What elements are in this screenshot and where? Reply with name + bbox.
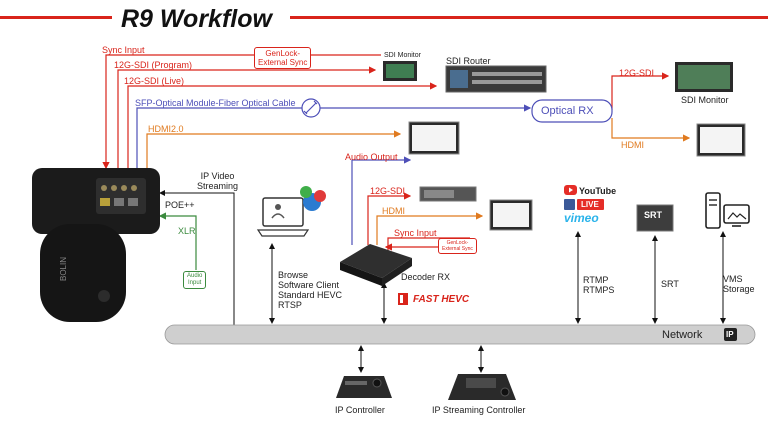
sdi-live-line [127, 82, 438, 170]
youtube-icon [564, 185, 577, 195]
browse-client-label: Browse Software Client Standard HEVC RTS… [278, 270, 343, 310]
sdi-monitor-small [383, 61, 417, 81]
vms-storage-icon [705, 192, 750, 229]
ip-video-streaming-label: IP Video Streaming [197, 171, 239, 191]
youtube-label: YouTube [579, 186, 617, 196]
hdmi-monitor-3 [489, 199, 533, 231]
xlr-label: XLR [178, 226, 196, 236]
srt-logo-label: SRT [644, 210, 662, 220]
poe-label: POE++ [165, 200, 195, 210]
decoder-genlock-box: GenLock- External Sync [438, 238, 477, 254]
sdi-monitor-small-label: SDI Monitor [384, 52, 421, 59]
decoder-sync-input-label: Sync Input [394, 228, 437, 238]
rx-hdmi-label: HDMI [621, 140, 644, 150]
sdi-router [445, 65, 547, 93]
ip-controller-label: IP Controller [335, 405, 385, 415]
vms-storage-label: VMS Storage [723, 274, 755, 294]
sfp-label: SFP-Optical Module-Fiber Optical Cable [135, 98, 296, 108]
genlock-box: GenLock- External Sync [254, 47, 312, 69]
decoder-sdi-label: 12G-SDI [370, 186, 406, 196]
decoder-rx-label: Decoder RX [401, 272, 451, 282]
rtmp-label: RTMP RTMPS [583, 275, 615, 295]
srt-label: SRT [661, 279, 679, 289]
decoder-rx-device [340, 244, 412, 286]
ip-streaming-controller-device [448, 374, 516, 400]
ptz-camera [32, 168, 160, 322]
vimeo-label: vimeo [564, 211, 599, 225]
sdi-monitor-right-label: SDI Monitor [681, 95, 729, 105]
hdmi-monitor-1 [408, 121, 460, 155]
ip-badge-label: IP [726, 330, 734, 339]
title-bar-left [0, 16, 112, 19]
title-bar-right [290, 16, 768, 19]
sdi-device [419, 186, 477, 202]
sdi-monitor-right [675, 62, 733, 92]
facebook-live-icon [564, 199, 604, 210]
hdmi-monitor-2 [696, 123, 746, 157]
hdmi20-line [146, 130, 402, 174]
network-bar [164, 324, 756, 345]
ip-controller-device [336, 376, 392, 398]
ip-streaming-line [159, 190, 235, 330]
ip-badge-box [724, 328, 737, 341]
srt-logo-box [636, 204, 674, 232]
decoder-hdmi-label: HDMI [382, 206, 405, 216]
xlr-line [158, 212, 197, 270]
optical-rx-label: Optical RX [541, 105, 594, 117]
sdi-program-line [117, 66, 377, 170]
optical-rx-box [531, 99, 613, 123]
ip-streaming-controller-label: IP Streaming Controller [432, 405, 526, 415]
laptop-icon [256, 186, 326, 237]
optical-rx-outputs [611, 72, 691, 142]
sdi-router-label: SDI Router [446, 56, 491, 66]
hdmi20-label: HDMI2.0 [148, 124, 184, 134]
fast-hevc-logo [398, 293, 408, 305]
title-bars [0, 16, 768, 19]
sync-input-label: Sync Input [102, 45, 145, 55]
facebook-live-label: LIVE [581, 200, 599, 209]
page-title: R9 Workflow [121, 5, 272, 33]
fast-hevc-label: FAST HEVC [413, 294, 470, 305]
network-label: Network [662, 329, 703, 341]
sfp-line [136, 98, 532, 172]
camera-brand-label: BOLIN [59, 256, 69, 282]
audio-input-box: Audio Input [183, 271, 207, 289]
rx-sdi-label: 12G-SDI [619, 68, 655, 78]
network-connectors [269, 231, 726, 373]
sdi-live-label: 12G-SDI (Live) [124, 76, 185, 86]
sdi-program-label: 12G-SDI (Program) [114, 60, 193, 70]
audio-output-label: Audio Output [345, 152, 398, 162]
